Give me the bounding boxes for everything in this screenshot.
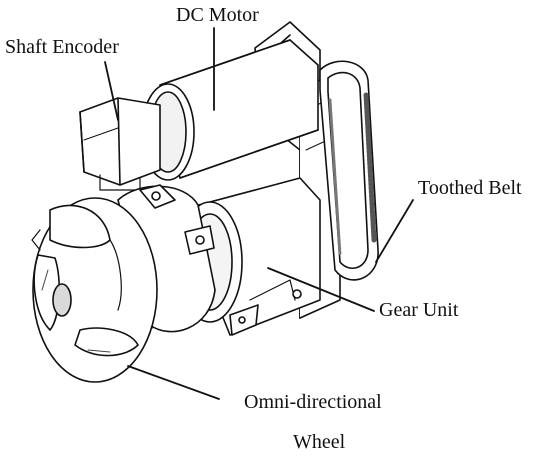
label-dc-motor: DC Motor bbox=[176, 4, 259, 26]
leader-shaft-encoder bbox=[104, 61, 119, 121]
label-shaft-encoder: Shaft Encoder bbox=[5, 36, 119, 58]
label-gear-unit: Gear Unit bbox=[379, 299, 459, 321]
label-omni-directional: Omni-directional bbox=[244, 391, 382, 413]
leader-gear-unit bbox=[267, 267, 375, 312]
toothed-belt bbox=[319, 60, 379, 281]
label-wheel: Wheel bbox=[293, 431, 346, 453]
leader-toothed-belt bbox=[375, 199, 414, 263]
leader-lines bbox=[104, 27, 414, 400]
dc-motor bbox=[141, 39, 319, 181]
label-toothed-belt: Toothed Belt bbox=[418, 177, 522, 199]
omni-wheel bbox=[31, 197, 158, 383]
shaft-encoder bbox=[79, 97, 161, 191]
leader-omni-wheel bbox=[127, 365, 220, 400]
